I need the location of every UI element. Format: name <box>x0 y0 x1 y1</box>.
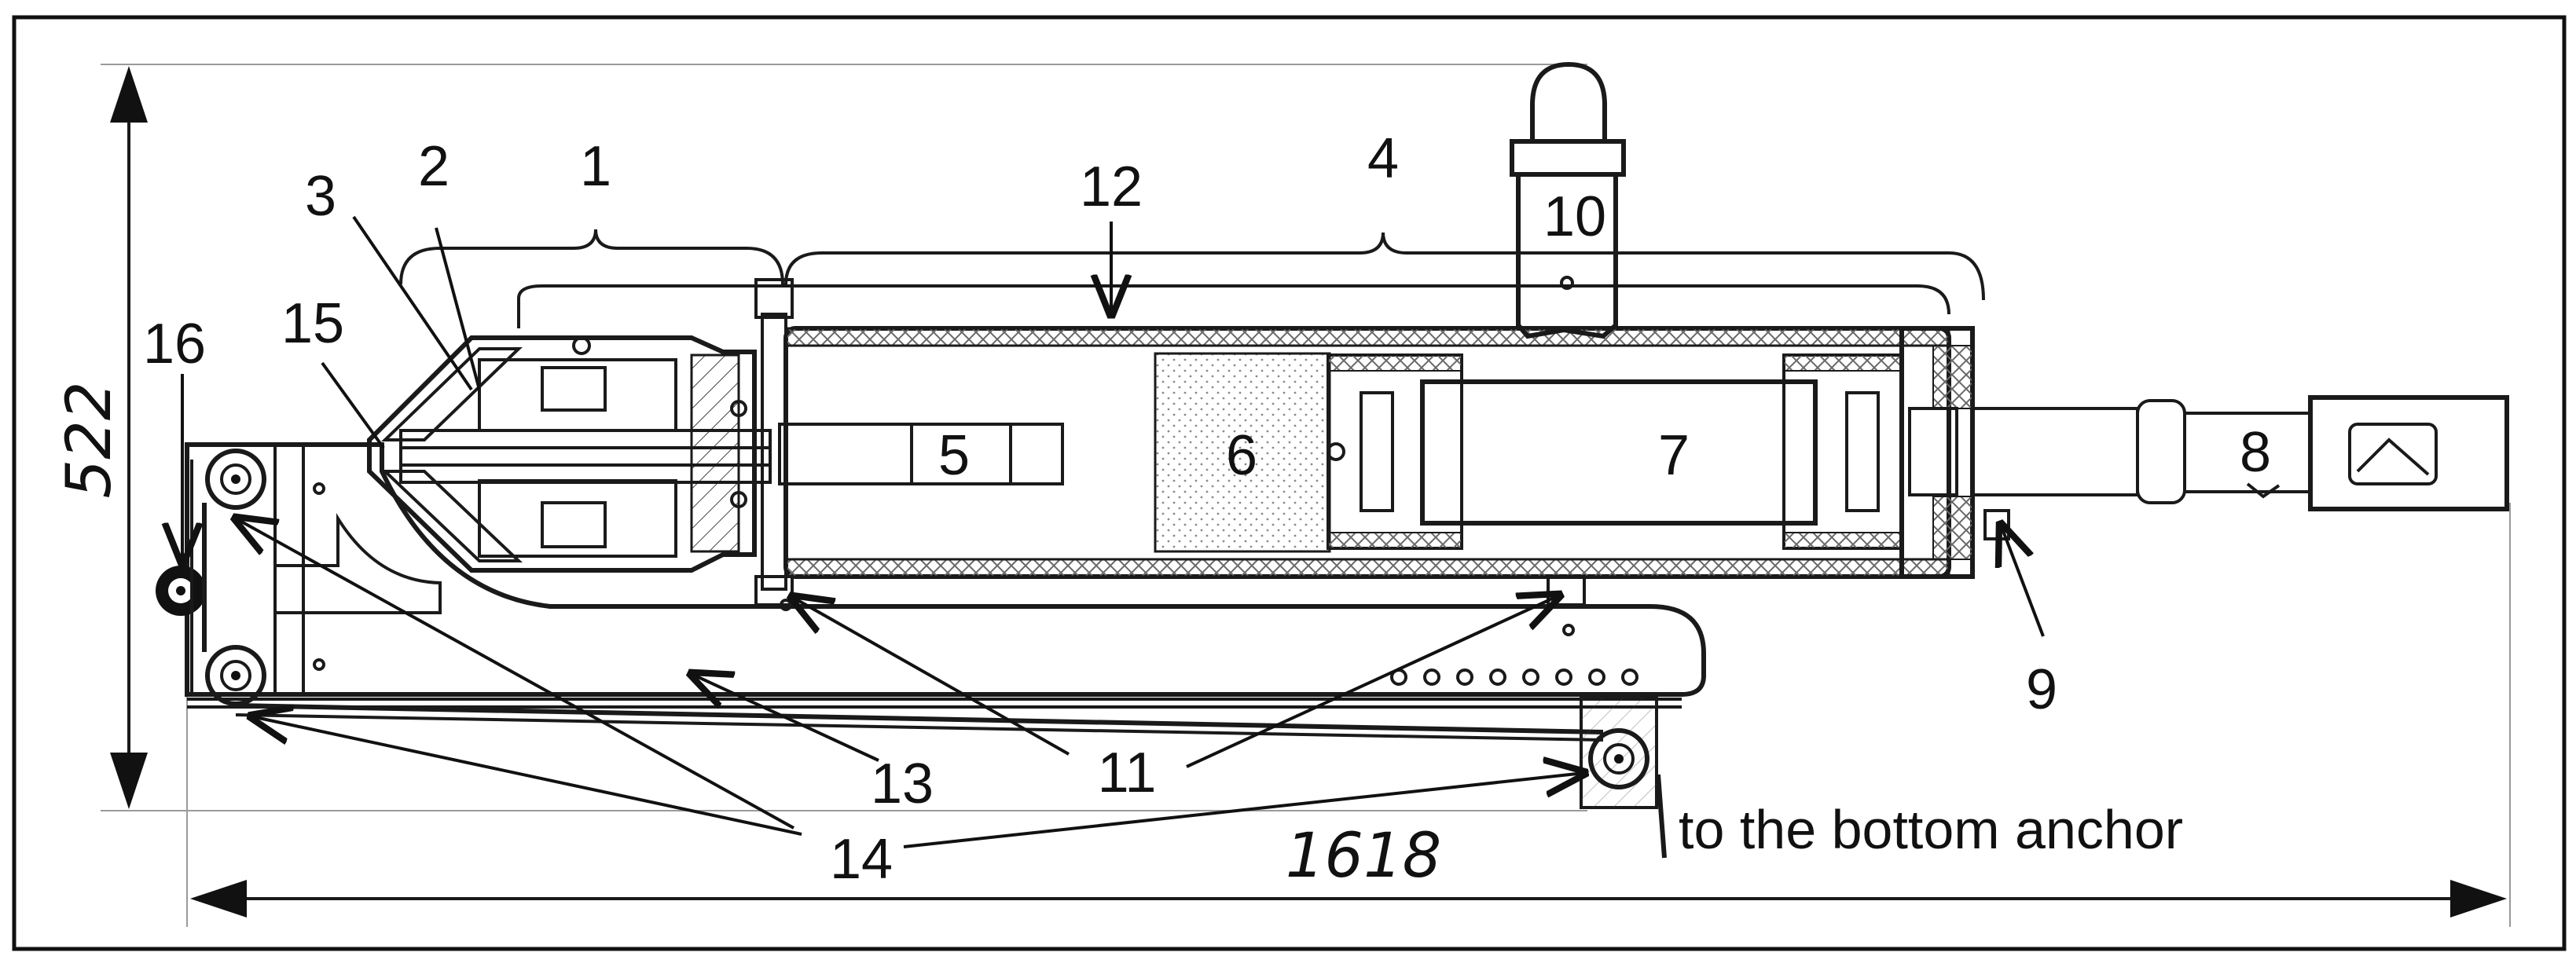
callout-10: 10 <box>1543 185 1606 248</box>
sensor-assembly <box>1327 353 1903 550</box>
height-dimension-label: 522 <box>54 382 125 499</box>
mushroom-actuator <box>1510 61 1626 339</box>
callout-14: 14 <box>830 828 893 891</box>
length-dimension-label: 1618 <box>1286 821 1442 892</box>
pulley-bottom-left <box>205 645 266 706</box>
callout-5: 5 <box>938 424 970 487</box>
cable <box>235 703 1667 859</box>
callout-11: 11 <box>1098 742 1157 804</box>
callout-12: 12 <box>1080 156 1143 218</box>
callout-15: 15 <box>281 292 344 355</box>
callout-4: 4 <box>1367 127 1399 190</box>
callout-9: 9 <box>2026 658 2057 721</box>
height-dimension: 522 <box>54 64 1587 811</box>
load-block <box>1154 352 1331 553</box>
callout-8: 8 <box>2240 421 2271 484</box>
brace-1 <box>399 229 784 285</box>
tension-roller <box>156 566 206 616</box>
piston-rod <box>778 423 1064 485</box>
bottom-anchor-annotation: to the bottom anchor <box>1679 799 2183 860</box>
callout-6: 6 <box>1226 424 1257 487</box>
length-dimension: 1618 <box>186 448 2511 927</box>
leader-lines <box>182 215 2045 848</box>
output-shaft <box>1971 395 2509 511</box>
end-cap-right <box>1899 326 1975 579</box>
callout-13: 13 <box>871 753 934 815</box>
outer-frame <box>12 15 2567 951</box>
motor-housing <box>367 335 772 573</box>
callout-2: 2 <box>418 135 450 198</box>
main-cylinder <box>754 278 1951 606</box>
callout-16: 16 <box>143 313 206 375</box>
callout-1: 1 <box>580 135 611 198</box>
brace-4 <box>784 232 1985 301</box>
callout-3: 3 <box>305 165 336 228</box>
callout-7: 7 <box>1658 424 1690 487</box>
pulley-top-left <box>205 449 266 510</box>
